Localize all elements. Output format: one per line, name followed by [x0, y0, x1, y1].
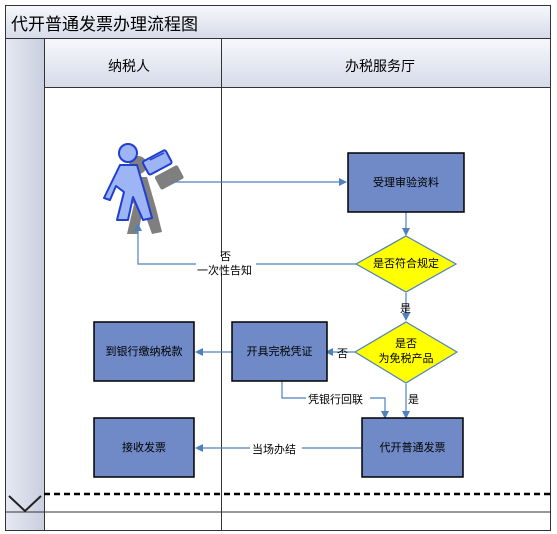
edge-label-yes-2: 是	[408, 393, 419, 406]
chevron-down-icon[interactable]	[8, 495, 42, 513]
box-issue-voucher	[231, 321, 328, 382]
box-receive-label: 接收发票	[122, 440, 166, 454]
decision-exempt	[353, 321, 459, 384]
edge-label-yes-1: 是	[400, 302, 411, 315]
box-accept-label: 受理审验资料	[373, 175, 439, 189]
box-pay-bank-label: 到银行缴纳税款	[105, 344, 183, 358]
edge-label-inform: 一次性告知	[197, 264, 252, 277]
page-title: 代开普通发票办理流程图	[11, 15, 198, 35]
box-issue-invoice	[361, 417, 464, 478]
person-with-document-icon	[103, 143, 184, 234]
decision-comply	[354, 235, 458, 293]
side-column	[5, 38, 45, 531]
lane-taxpayer: 纳税人	[108, 59, 150, 75]
edge-label-bank-receipt: 凭银行回联	[308, 393, 363, 406]
box-receive	[93, 417, 195, 478]
box-accept	[347, 152, 465, 213]
lane-hall: 办税服务厅	[345, 59, 415, 75]
box-pay-bank	[93, 321, 195, 382]
edge-label-on-site: 当场办结	[252, 443, 296, 456]
lane-header-row	[5, 38, 551, 88]
decision-shapes	[353, 235, 459, 384]
title-bar	[5, 5, 551, 39]
process-boxes	[93, 152, 465, 478]
edge-label-no-top: 否	[220, 250, 231, 263]
box-issue-voucher-label: 开具完税凭证	[246, 344, 313, 358]
decision-exempt-label-1: 是否	[395, 337, 417, 350]
edge-label-no-2: 否	[337, 347, 348, 360]
box-issue-invoice-label: 代开普通发票	[379, 440, 446, 454]
decision-comply-label: 是否符合规定	[373, 257, 439, 270]
decision-exempt-label-2: 为免税产品	[378, 352, 434, 365]
